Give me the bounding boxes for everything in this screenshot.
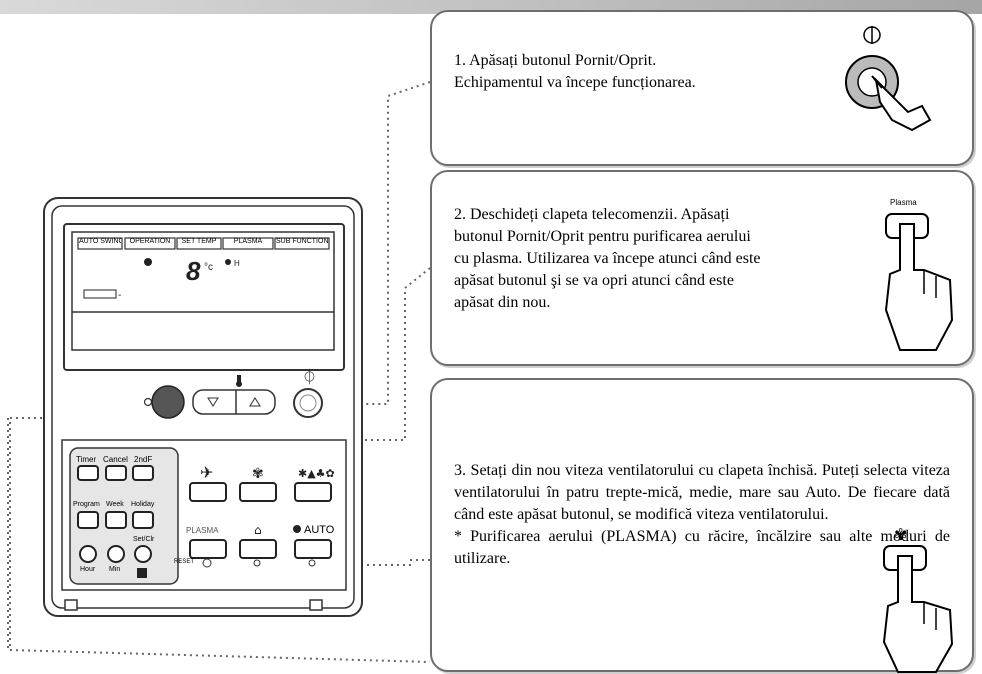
instruction-box-1: 1. Apăsați butonul Pornit/Oprit. Echipam… (430, 10, 974, 166)
svg-text:⌂: ⌂ (254, 523, 262, 537)
svg-text:✾: ✾ (894, 525, 907, 544)
instruction-box-3: 3. Setați din nou viteza ventilatorului … (430, 378, 974, 673)
svg-text:⏀: ⏀ (302, 368, 317, 386)
plasma-button-press-icon (884, 213, 954, 351)
svg-text:-: - (118, 290, 121, 301)
svg-text:8: 8 (186, 256, 201, 286)
svg-text:°c: °c (204, 262, 213, 273)
instruction-3-text: 3. Setați din nou viteza ventilatorului … (454, 462, 950, 567)
svg-text:H: H (234, 259, 240, 268)
instruction-box-2: 2. Deschideți clapeta telecomenzii. Apăs… (430, 170, 974, 366)
svg-text:✈: ✈ (200, 463, 213, 482)
power-button-press-icon (845, 26, 932, 132)
svg-text:✱▲♣✿: ✱▲♣✿ (298, 467, 335, 480)
instruction-2-text: 2. Deschideți clapeta telecomenzii. Apăs… (454, 206, 761, 311)
plasma-button-label: Plasma (890, 198, 917, 207)
svg-text:✾: ✾ (252, 466, 264, 482)
fan-speed-button-press-icon: ✾ (882, 525, 954, 673)
instruction-1-text: 1. Apăsați butonul Pornit/Oprit. Echipam… (454, 52, 696, 91)
